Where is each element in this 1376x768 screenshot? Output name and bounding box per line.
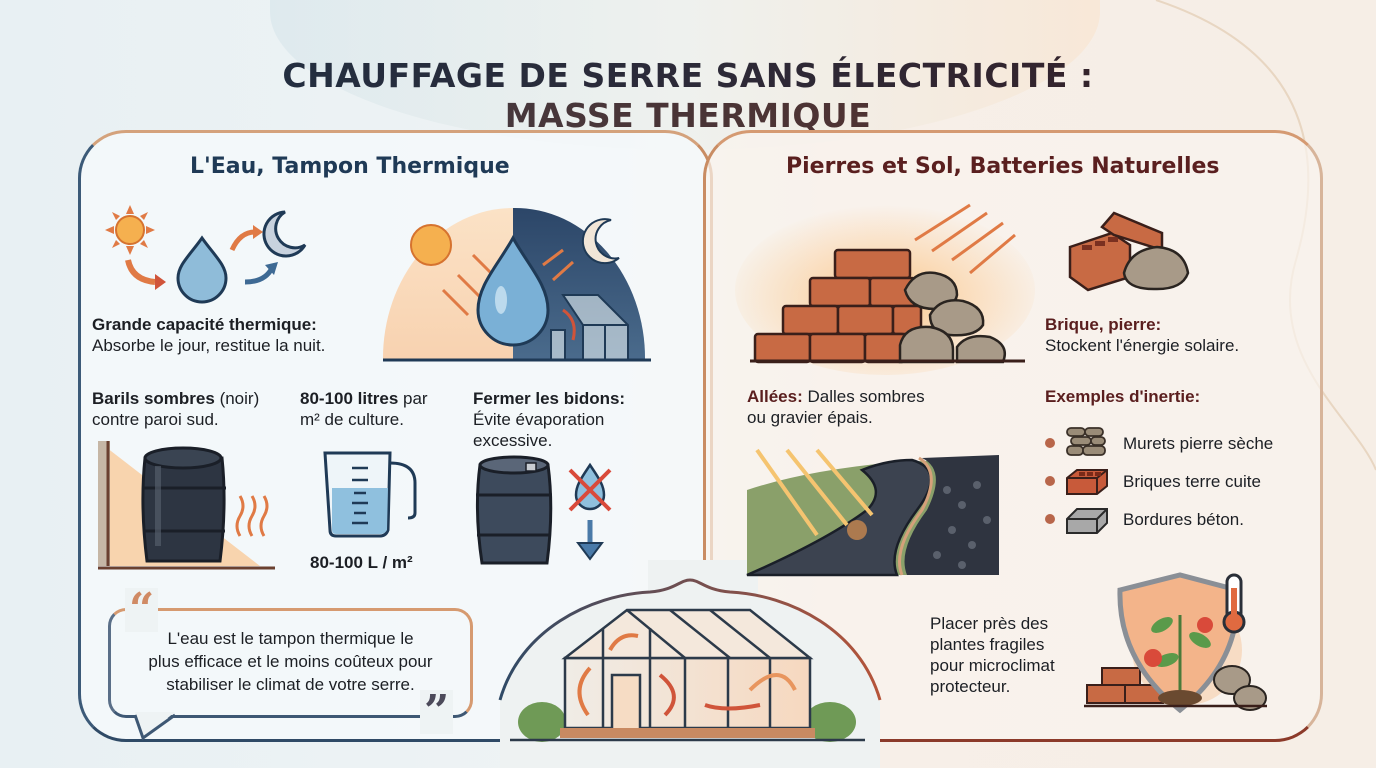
- volume-caption: 80-100 L / m²: [310, 553, 413, 572]
- barrels-label: Barils sombres: [92, 389, 215, 408]
- brick-stone-icon: [1068, 211, 1190, 292]
- page-title: CHAUFFAGE DE SERRE SANS ÉLECTRICITÉ : MA…: [0, 56, 1376, 136]
- placement-line-3: pour microclimat: [930, 656, 1055, 675]
- bullet-dot: [1045, 514, 1055, 524]
- brick-icon: [1066, 469, 1108, 495]
- examples-heading: Exemples d'inertie:: [1045, 386, 1200, 407]
- stone-section-title: Pierres et Sol, Batteries Naturelles: [786, 154, 1220, 179]
- paths-label: Allées:: [747, 387, 803, 406]
- brick-text: Stockent l'énergie solaire.: [1045, 336, 1240, 355]
- quote-close-mark: ”: [420, 690, 454, 734]
- day-night-cycle-icon: [105, 205, 307, 304]
- close-drums-description: Fermer les bidons: Évite évaporation exc…: [473, 388, 625, 451]
- brick-wall-sun-illustration: [735, 203, 1035, 375]
- placement-line-2: plantes fragiles: [930, 635, 1045, 654]
- paths-text-2: ou gravier épais.: [747, 408, 873, 427]
- title-line-2: MASSE THERMIQUE: [0, 96, 1376, 136]
- title-line-1: CHAUFFAGE DE SERRE SANS ÉLECTRICITÉ :: [0, 56, 1376, 96]
- quote-line-2: plus efficace et le moins coûteux pour: [148, 652, 433, 671]
- concrete-block-icon: [1066, 508, 1108, 534]
- bullet-dot: [1045, 476, 1055, 486]
- closed-drum-icon: [475, 455, 612, 565]
- barrels-text: contre paroi sud.: [92, 410, 219, 429]
- quote-text: L'eau est le tampon thermique le plus ef…: [113, 627, 468, 696]
- quote-bubble-tail: [133, 712, 176, 741]
- greenhouse-illustration: [498, 578, 882, 768]
- quote-line-3: stabiliser le climat de votre serre.: [166, 675, 415, 694]
- water-day-night-illustration: [382, 207, 651, 362]
- example-label: Murets pierre sèche: [1123, 434, 1274, 453]
- example-label: Briques terre cuite: [1123, 472, 1261, 491]
- volume-label: 80-100 litres: [300, 389, 399, 408]
- examples-label: Exemples d'inertie:: [1045, 387, 1201, 406]
- placement-line-1: Placer près des: [930, 614, 1049, 633]
- example-label: Bordures béton.: [1123, 510, 1244, 529]
- capacity-text: Absorbe le jour, restitue la nuit.: [92, 336, 326, 355]
- close-drums-text-2: excessive.: [473, 431, 553, 450]
- brick-description: Brique, pierre: Stockent l'énergie solai…: [1045, 314, 1239, 356]
- volume-description: 80-100 litres par m² de culture.: [300, 388, 428, 430]
- close-drums-text-1: Évite évaporation: [473, 410, 605, 429]
- capacity-label: Grande capacité thermique:: [92, 315, 317, 334]
- close-drums-label: Fermer les bidons:: [473, 389, 626, 408]
- volume-label-suffix: par: [398, 389, 428, 408]
- quote-open-mark: “: [125, 588, 159, 632]
- dark-path-illustration: [746, 448, 999, 577]
- paths-description: Allées: Dalles sombres ou gravier épais.: [747, 386, 925, 428]
- bullet-dot: [1045, 438, 1055, 448]
- water-section-title: L'Eau, Tampon Thermique: [190, 154, 510, 179]
- quote-bubble: [108, 608, 473, 718]
- paths-text-1: Dalles sombres: [802, 387, 925, 406]
- barrels-description: Barils sombres (noir) contre paroi sud.: [92, 388, 259, 430]
- placement-description: Placer près des plantes fragiles pour mi…: [930, 613, 1055, 697]
- placement-line-4: protecteur.: [930, 677, 1011, 696]
- stone-wall-icon: [1066, 427, 1106, 456]
- measuring-jug-icon: [323, 451, 417, 538]
- quote-line-1: L'eau est le tampon thermique le: [167, 629, 414, 648]
- volume-text: m² de culture.: [300, 410, 404, 429]
- plant-shield-icon: [1084, 572, 1267, 714]
- dark-barrel-icon: [98, 441, 275, 570]
- brick-label: Brique, pierre:: [1045, 315, 1162, 334]
- capacity-description: Grande capacité thermique: Absorbe le jo…: [92, 314, 325, 356]
- barrels-label-suffix: (noir): [214, 389, 260, 408]
